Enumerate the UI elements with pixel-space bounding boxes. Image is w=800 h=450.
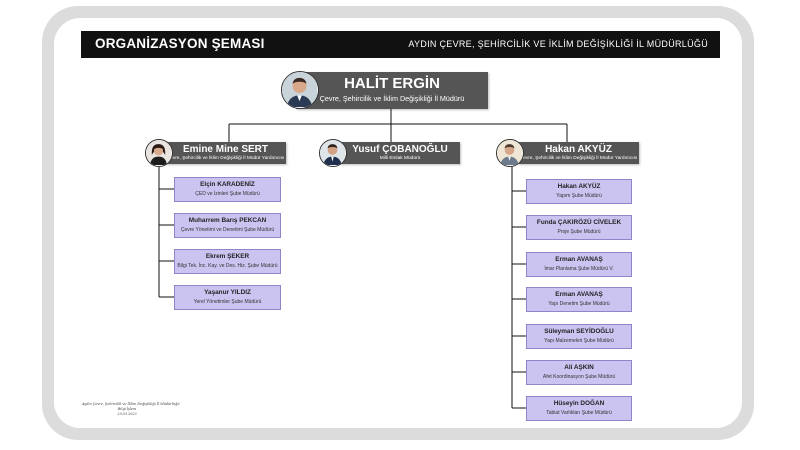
footer-org: Aydın Çevre, Şehircilik ve İklim Değişik… xyxy=(82,402,180,406)
unit-box-right: Süleyman SEYİDOĞLU Yapı Malzemeleri Şube… xyxy=(526,324,632,349)
deputy-photo-yusuf xyxy=(319,139,347,167)
unit-box-left: Ekrem ŞEKER Bilgi Tek. İnc. Kay. ve Des.… xyxy=(174,249,281,274)
unit-title: Bilgi Tek. İnc. Kay. ve Des. Hiz. Şube M… xyxy=(177,263,278,269)
deputy-title: Çevre, Şehircilik ve İklim Değişikliği İ… xyxy=(166,156,285,161)
unit-box-right: Funda ÇAKIRÖZÜ CİVELEK Proje Şube Müdürü xyxy=(526,215,632,240)
person-icon xyxy=(497,140,522,165)
unit-title: Afet Koordinasyon Şube Müdürü xyxy=(542,374,616,380)
unit-title: Proje Şube Müdürü xyxy=(557,229,601,235)
unit-title: Yapı Denetim Şube Müdürü xyxy=(548,301,610,307)
footer-department: Bilgi İşlem xyxy=(117,407,137,411)
deputy-name: Emine Mine SERT xyxy=(182,144,268,155)
deputy-photo-emine xyxy=(145,139,173,167)
unit-name: Ali AŞKIN xyxy=(564,364,594,371)
footer-note: Aydın Çevre, Şehircilik ve İklim Değişik… xyxy=(82,402,180,417)
unit-title: Yapım Şube Müdürü xyxy=(556,193,602,199)
page-title: ORGANİZASYON ŞEMASI xyxy=(95,36,265,51)
organization-name: AYDIN ÇEVRE, ŞEHİRCİLİK VE İKLİM DEĞİŞİK… xyxy=(408,39,708,49)
unit-title: Yerel Yönetimler Şube Müdürü xyxy=(193,299,262,305)
director-title: Çevre, Şehircilik ve İklim Değişikliği İ… xyxy=(319,94,465,103)
unit-box-left: Elçin KARADENİZ ÇED ve İzinleri Şube Müd… xyxy=(174,177,281,202)
unit-name: Erman AVANAŞ xyxy=(555,256,603,263)
deputy-name: Hakan AKYÜZ xyxy=(545,144,612,155)
deputy-photo-hakan xyxy=(496,139,524,167)
person-icon xyxy=(282,72,317,107)
deputy-title: Milli Emlak Müdürü xyxy=(379,156,421,161)
unit-title: Çevre Yönetimi ve Denetimi Şube Müdürü xyxy=(180,227,275,233)
unit-name: Erman AVANAŞ xyxy=(555,291,603,298)
deputy-name: Yusuf ÇOBANOĞLU xyxy=(352,144,448,155)
deputy-box-hakan: Hakan AKYÜZ Çevre, Şehircilik ve İklim D… xyxy=(518,142,639,164)
unit-name: Hakan AKYÜZ xyxy=(557,183,601,190)
unit-box-left: Yaşanur YILDIZ Yerel Yönetimler Şube Müd… xyxy=(174,285,281,310)
unit-box-left: Muharrem Barış PEKCAN Çevre Yönetimi ve … xyxy=(174,213,281,238)
unit-name: Süleyman SEYİDOĞLU xyxy=(544,328,614,335)
director-box: HALİT ERGİN Çevre, Şehircilik ve İklim D… xyxy=(296,72,488,109)
deputy-title: Çevre, Şehircilik ve İklim Değişikliği İ… xyxy=(519,156,638,161)
person-icon xyxy=(320,140,345,165)
unit-box-right: Erman AVANAŞ Yapı Denetim Şube Müdürü xyxy=(526,287,632,312)
unit-title: İmar Planlama Şube Müdürü V. xyxy=(544,266,614,272)
unit-box-right: Hüseyin DOĞAN Tabiat Varlıkları Şube Müd… xyxy=(526,396,632,421)
director-photo xyxy=(281,71,319,109)
unit-name: Elçin KARADENİZ xyxy=(200,181,255,188)
unit-title: Yapı Malzemeleri Şube Müdürü xyxy=(544,338,614,344)
unit-box-right: Hakan AKYÜZ Yapım Şube Müdürü xyxy=(526,179,632,204)
footer-date: 29.03.2023 xyxy=(117,412,137,416)
unit-name: Muharrem Barış PEKCAN xyxy=(188,217,267,224)
unit-name: Hüseyin DOĞAN xyxy=(553,400,605,407)
header-bar: ORGANİZASYON ŞEMASI AYDIN ÇEVRE, ŞEHİRCİ… xyxy=(81,31,720,58)
unit-title: ÇED ve İzinleri Şube Müdürü xyxy=(195,191,260,197)
unit-name: Yaşanur YILDIZ xyxy=(204,289,251,296)
unit-name: Ekrem ŞEKER xyxy=(205,253,250,260)
unit-box-right: Erman AVANAŞ İmar Planlama Şube Müdürü V… xyxy=(526,252,632,277)
person-icon xyxy=(146,140,171,165)
unit-name: Funda ÇAKIRÖZÜ CİVELEK xyxy=(536,219,622,226)
deputy-box-emine: Emine Mine SERT Çevre, Şehircilik ve İkl… xyxy=(165,142,286,164)
deputy-box-yusuf: Yusuf ÇOBANOĞLU Milli Emlak Müdürü xyxy=(340,142,460,164)
unit-title: Tabiat Varlıkları Şube Müdürü xyxy=(546,410,612,416)
director-name: HALİT ERGİN xyxy=(344,75,440,92)
unit-box-right: Ali AŞKIN Afet Koordinasyon Şube Müdürü xyxy=(526,360,632,385)
